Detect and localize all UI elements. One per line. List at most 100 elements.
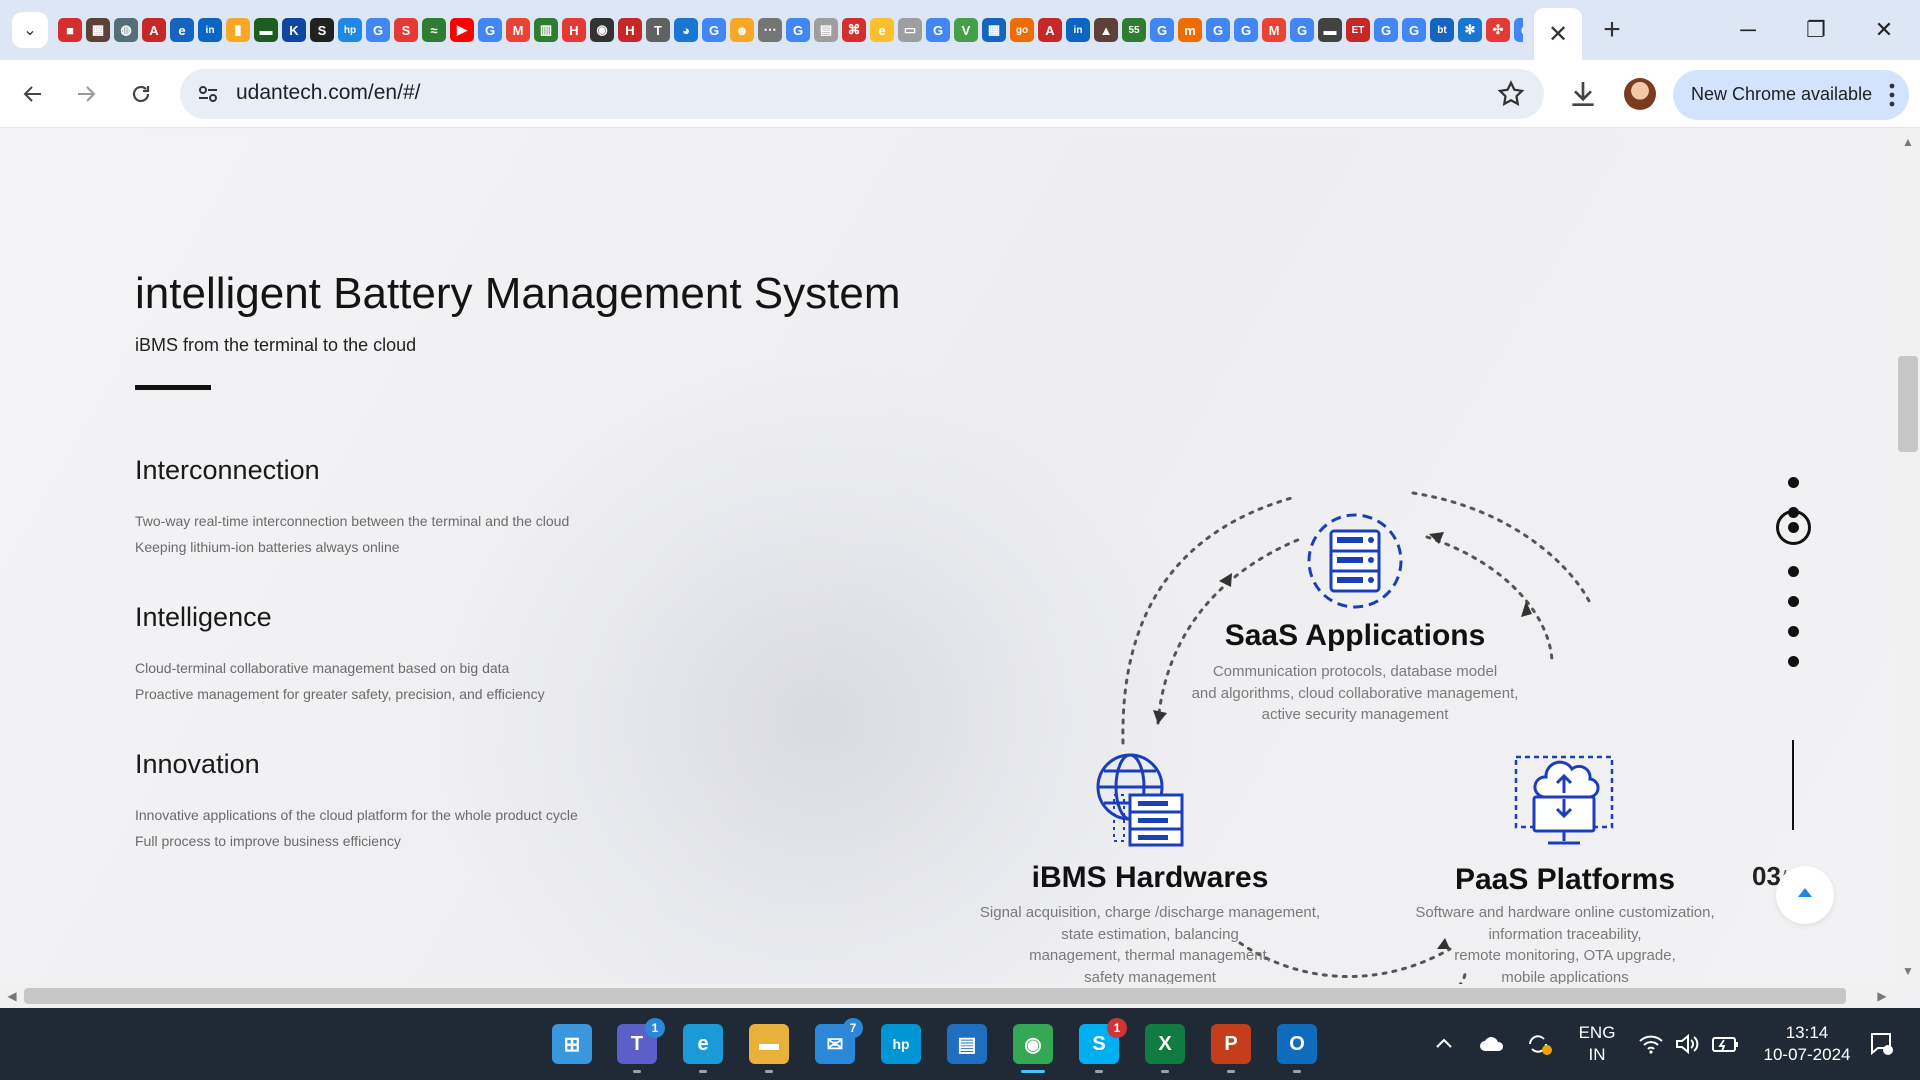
horizontal-scroll-thumb[interactable]	[24, 988, 1846, 1004]
pagination-dot[interactable]	[1788, 566, 1799, 577]
excel-icon[interactable]: X	[1145, 1024, 1185, 1064]
powerpoint-icon[interactable]: P	[1211, 1024, 1251, 1064]
outlook-new-icon[interactable]: O	[1277, 1024, 1317, 1064]
pagination-dot[interactable]	[1788, 596, 1799, 607]
reload-button[interactable]	[121, 74, 161, 114]
back-to-top-button[interactable]	[1776, 866, 1834, 924]
google-icon[interactable]: G	[1234, 18, 1258, 42]
wifi-icon[interactable]	[1638, 1032, 1664, 1056]
red-square-icon[interactable]: ■	[58, 18, 82, 42]
vertical-scrollbar[interactable]	[1896, 129, 1920, 984]
battery-icon[interactable]	[1710, 1032, 1740, 1056]
google-icon[interactable]: G	[478, 18, 502, 42]
google-icon[interactable]: G	[786, 18, 810, 42]
google-icon[interactable]: G	[1514, 18, 1523, 42]
m-orange-icon[interactable]: m	[1178, 18, 1202, 42]
chart-icon[interactable]: ▥	[534, 18, 558, 42]
gmail-icon[interactable]: M	[506, 18, 530, 42]
pinwheel-icon[interactable]: ✣	[1486, 18, 1510, 42]
scroll-right-arrow-icon[interactable]: ▶	[1877, 989, 1887, 1003]
linkedin-icon[interactable]: in	[1066, 18, 1090, 42]
restore-button[interactable]: ❐	[1806, 17, 1826, 42]
myhp-icon[interactable]: hp	[881, 1024, 921, 1064]
h-red-icon[interactable]: H	[618, 18, 642, 42]
abs-icon[interactable]: A	[142, 18, 166, 42]
hat-icon[interactable]: ▲	[1094, 18, 1118, 42]
smile-icon[interactable]: ☻	[730, 18, 754, 42]
bt-icon[interactable]: bt	[1430, 18, 1454, 42]
active-tab[interactable]: ✕	[1534, 8, 1582, 60]
vertical-scroll-thumb[interactable]	[1898, 356, 1918, 452]
earth-icon[interactable]: ◕	[674, 18, 698, 42]
nse-icon[interactable]: ≈	[422, 18, 446, 42]
go-icon[interactable]: go	[1010, 18, 1034, 42]
profile-avatar[interactable]	[1624, 78, 1656, 110]
k-icon[interactable]: K	[282, 18, 306, 42]
chrome-update-button[interactable]: New Chrome available	[1673, 70, 1909, 120]
apc-icon[interactable]: A	[1038, 18, 1062, 42]
hp-icon[interactable]: hp	[338, 18, 362, 42]
notification-icon[interactable]	[1868, 1030, 1894, 1058]
google-icon[interactable]: G	[1290, 18, 1314, 42]
55-icon[interactable]: 55	[1122, 18, 1146, 42]
tab-search-button[interactable]: ⌄	[12, 12, 48, 48]
github-icon[interactable]: ◉	[590, 18, 614, 42]
t-icon[interactable]: T	[646, 18, 670, 42]
dots-icon[interactable]: ⋯	[758, 18, 782, 42]
gear-blue-icon[interactable]: ✻	[1458, 18, 1482, 42]
sync-icon[interactable]	[1524, 1030, 1554, 1058]
google-icon[interactable]: G	[366, 18, 390, 42]
onedrive-cloud-icon[interactable]	[1478, 1032, 1506, 1056]
new-tab-button[interactable]: +	[1603, 13, 1621, 46]
google-icon[interactable]: G	[1374, 18, 1398, 42]
forward-button[interactable]	[66, 74, 106, 114]
calendar-icon[interactable]: ▦	[982, 18, 1006, 42]
s-badge-icon[interactable]: S	[310, 18, 334, 42]
chrome-icon[interactable]: ◉	[1013, 1024, 1053, 1064]
e-yellow-icon[interactable]: e	[870, 18, 894, 42]
v-icon[interactable]: V	[954, 18, 978, 42]
google-icon[interactable]: G	[1150, 18, 1174, 42]
globe-icon[interactable]: ◍	[114, 18, 138, 42]
more-menu-icon[interactable]	[1889, 82, 1895, 108]
grid-icon[interactable]: ▦	[86, 18, 110, 42]
google-icon[interactable]: G	[1402, 18, 1426, 42]
pagination-dot[interactable]	[1788, 656, 1799, 667]
flag-icon[interactable]: ▬	[254, 18, 278, 42]
clock[interactable]: 13:14 10-07-2024	[1752, 1022, 1862, 1066]
pagination-dot[interactable]	[1788, 477, 1799, 488]
google-icon[interactable]: G	[926, 18, 950, 42]
news-icon[interactable]: ▤	[947, 1024, 987, 1064]
bookmark-star-icon[interactable]	[1496, 79, 1526, 109]
h-icon[interactable]: H	[562, 18, 586, 42]
circle-e-icon[interactable]: e	[170, 18, 194, 42]
close-tab-icon[interactable]: ✕	[1547, 20, 1569, 48]
pdf-icon[interactable]: ⌘	[842, 18, 866, 42]
linkedin-icon[interactable]: in	[198, 18, 222, 42]
edge-icon[interactable]: e	[683, 1024, 723, 1064]
url-text[interactable]: udantech.com/en/#/	[236, 81, 421, 104]
scroll-up-arrow-icon[interactable]: ▲	[1902, 135, 1914, 149]
address-bar[interactable]: udantech.com/en/#/	[180, 69, 1544, 119]
file-explorer-icon[interactable]: ▬	[749, 1024, 789, 1064]
bar-icon[interactable]: ▭	[898, 18, 922, 42]
minimize-button[interactable]: ─	[1740, 17, 1756, 42]
bottle-icon[interactable]: ▮	[226, 18, 250, 42]
et-icon[interactable]: ET	[1346, 18, 1370, 42]
windows-start-icon[interactable]: ⊞	[552, 1024, 592, 1064]
site-info-icon[interactable]	[196, 82, 220, 106]
s-red-icon[interactable]: S	[394, 18, 418, 42]
download-icon[interactable]	[1567, 78, 1599, 110]
scroll-left-arrow-icon[interactable]: ◀	[7, 989, 17, 1003]
youtube-icon[interactable]: ▶	[450, 18, 474, 42]
scroll-down-arrow-icon[interactable]: ▼	[1902, 964, 1914, 978]
google-icon[interactable]: G	[1206, 18, 1230, 42]
back-button[interactable]	[13, 74, 53, 114]
volume-icon[interactable]	[1674, 1032, 1700, 1056]
pagination-dot-active[interactable]	[1776, 510, 1811, 545]
language-indicator[interactable]: ENG IN	[1572, 1022, 1622, 1066]
pagination-dot[interactable]	[1788, 626, 1799, 637]
close-window-button[interactable]: ✕	[1874, 17, 1894, 42]
google-icon[interactable]: G	[702, 18, 726, 42]
car-icon[interactable]: ▬	[1318, 18, 1342, 42]
